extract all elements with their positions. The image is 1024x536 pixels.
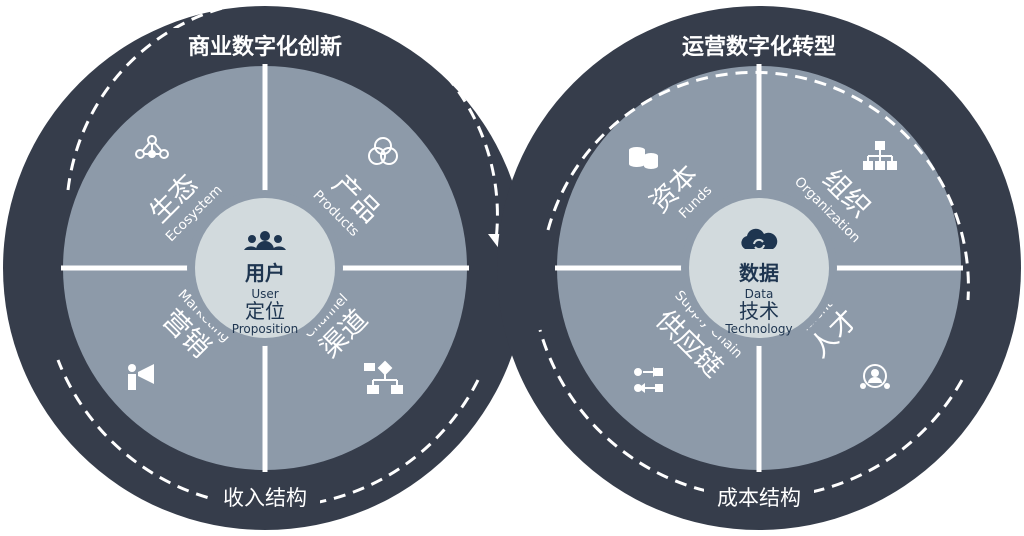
- talent-icon: [860, 364, 890, 389]
- right-center-cn-bottom: 技术: [739, 299, 779, 323]
- left-dashed-arrow-path: [66, 0, 499, 241]
- supply-flow-icon: [634, 367, 663, 393]
- left-bottom-bg: [210, 478, 320, 514]
- right-center-cn-top: 数据: [739, 261, 779, 285]
- right-wheel: 运营数字化转型 成本结构 资本 Funds 组织 Organization Su…: [497, 6, 1021, 530]
- coins-icon: [629, 147, 658, 169]
- left-title: 商业数字化创新: [188, 34, 342, 60]
- network-icon: [135, 135, 169, 159]
- left-bottom-label: 收入结构: [223, 486, 307, 510]
- users-icon: [244, 231, 286, 250]
- flowchart-icon: [364, 360, 403, 394]
- left-center-cn-bottom: 定位: [245, 299, 285, 323]
- left-center-cn-top: 用户: [245, 261, 285, 285]
- right-bottom-bg: [704, 478, 814, 514]
- left-title-bg: [168, 28, 362, 62]
- left-wheel: 商业数字化创新 收入结构 生态 Ecosystem 产品 Products Ma…: [3, 0, 527, 530]
- venn-icon: [368, 137, 398, 165]
- org-chart-icon: [863, 141, 897, 170]
- right-center-en-bottom: Technology: [724, 322, 792, 336]
- right-center-hub: [689, 198, 829, 338]
- right-center-en-top: Data: [745, 287, 774, 301]
- right-bottom-label: 成本结构: [717, 486, 801, 510]
- right-title: 运营数字化转型: [682, 34, 836, 60]
- left-center-en-bottom: Proposition: [232, 322, 299, 336]
- left-center-hub: [195, 198, 335, 338]
- right-title-bg: [662, 28, 856, 62]
- right-dashed-upper-path: [546, 70, 970, 301]
- cloud-sync-icon: [741, 228, 778, 251]
- left-center-en-top: User: [251, 287, 278, 301]
- megaphone-icon: [128, 364, 154, 390]
